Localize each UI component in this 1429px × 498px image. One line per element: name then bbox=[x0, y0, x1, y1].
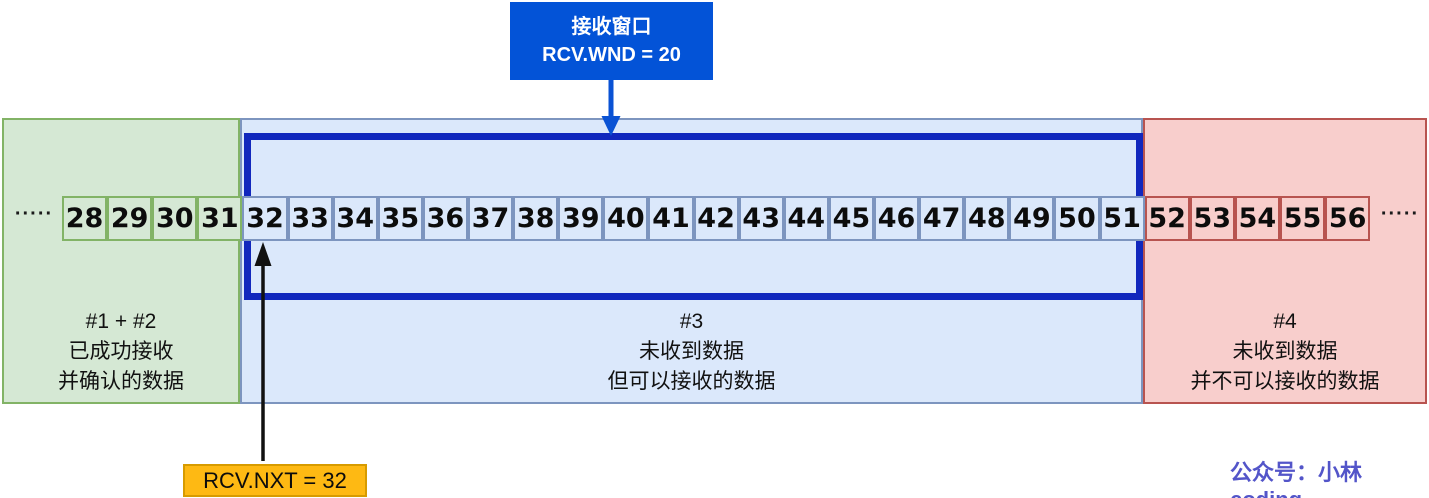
receive-window-value: RCV.WND = 20 bbox=[542, 44, 681, 66]
sequence-cell-44: 44 bbox=[783, 196, 829, 241]
watermark: 公众号：小林coding bbox=[1230, 460, 1363, 498]
sequence-cell-56: 56 bbox=[1325, 196, 1371, 241]
sequence-cell-47: 47 bbox=[919, 196, 965, 241]
sequence-cell-51: 51 bbox=[1099, 196, 1145, 241]
sequence-cell-39: 39 bbox=[558, 196, 604, 241]
sequence-cell-34: 34 bbox=[332, 196, 378, 241]
sequence-cell-38: 38 bbox=[513, 196, 559, 241]
segment-received-label-line1: #1 + #2 bbox=[85, 310, 157, 333]
sequence-cell-49: 49 bbox=[1009, 196, 1055, 241]
sequence-cell-29: 29 bbox=[107, 196, 153, 241]
ellipsis-left: ····· bbox=[14, 203, 54, 225]
segment-received-panel: #1 + #2 已成功接收 并确认的数据 bbox=[2, 118, 240, 404]
sequence-cell-42: 42 bbox=[693, 196, 739, 241]
segment-not-receivable-label: #4 未收到数据 并不可以接收的数据 bbox=[1145, 307, 1425, 397]
segment-not-receivable-label-line3: 并不可以接收的数据 bbox=[1190, 370, 1380, 393]
sequence-cell-43: 43 bbox=[738, 196, 784, 241]
sequence-cell-54: 54 bbox=[1234, 196, 1280, 241]
segment-window-label-line1: #3 bbox=[679, 310, 704, 333]
sequence-cell-52: 52 bbox=[1144, 196, 1190, 241]
sequence-cell-53: 53 bbox=[1189, 196, 1235, 241]
sequence-cell-33: 33 bbox=[287, 196, 333, 241]
sequence-cell-32: 32 bbox=[242, 196, 288, 241]
segment-not-receivable-label-line1: #4 bbox=[1273, 310, 1297, 333]
sequence-cell-35: 35 bbox=[377, 196, 423, 241]
sequence-cell-36: 36 bbox=[422, 196, 468, 241]
sequence-cell-45: 45 bbox=[828, 196, 874, 241]
segment-received-label: #1 + #2 已成功接收 并确认的数据 bbox=[4, 307, 238, 397]
sequence-cell-41: 41 bbox=[648, 196, 694, 241]
segment-window-label-line3: 但可以接收的数据 bbox=[607, 370, 776, 393]
sequence-cell-55: 55 bbox=[1279, 196, 1326, 241]
segment-received-label-line2: 已成功接收 bbox=[68, 340, 174, 363]
sequence-cell-50: 50 bbox=[1054, 196, 1100, 241]
receive-window-label-box: 接收窗口 RCV.WND = 20 bbox=[510, 2, 713, 80]
ellipsis-right: ····· bbox=[1380, 203, 1420, 225]
segment-not-receivable-label-line2: 未收到数据 bbox=[1232, 340, 1338, 363]
segment-window-label-line2: 未收到数据 bbox=[639, 340, 744, 363]
receive-window-title: 接收窗口 bbox=[571, 16, 652, 38]
rcv-nxt-box: RCV.NXT = 32 bbox=[183, 464, 367, 497]
sequence-cell-28: 28 bbox=[62, 196, 108, 241]
segment-window-label: #3 未收到数据 但可以接收的数据 bbox=[242, 307, 1141, 397]
sequence-cell-30: 30 bbox=[152, 196, 198, 241]
segment-received-label-line3: 并确认的数据 bbox=[58, 370, 184, 393]
sequence-cell-31: 31 bbox=[197, 196, 243, 241]
segment-not-receivable-panel: #4 未收到数据 并不可以接收的数据 bbox=[1143, 118, 1427, 404]
sequence-cell-46: 46 bbox=[873, 196, 920, 241]
sequence-cell-48: 48 bbox=[964, 196, 1010, 241]
rcv-nxt-label: RCV.NXT = 32 bbox=[203, 467, 347, 493]
sequence-cell-37: 37 bbox=[467, 196, 514, 241]
sequence-cell-40: 40 bbox=[603, 196, 649, 241]
segment-window-panel: #3 未收到数据 但可以接收的数据 bbox=[240, 118, 1143, 404]
